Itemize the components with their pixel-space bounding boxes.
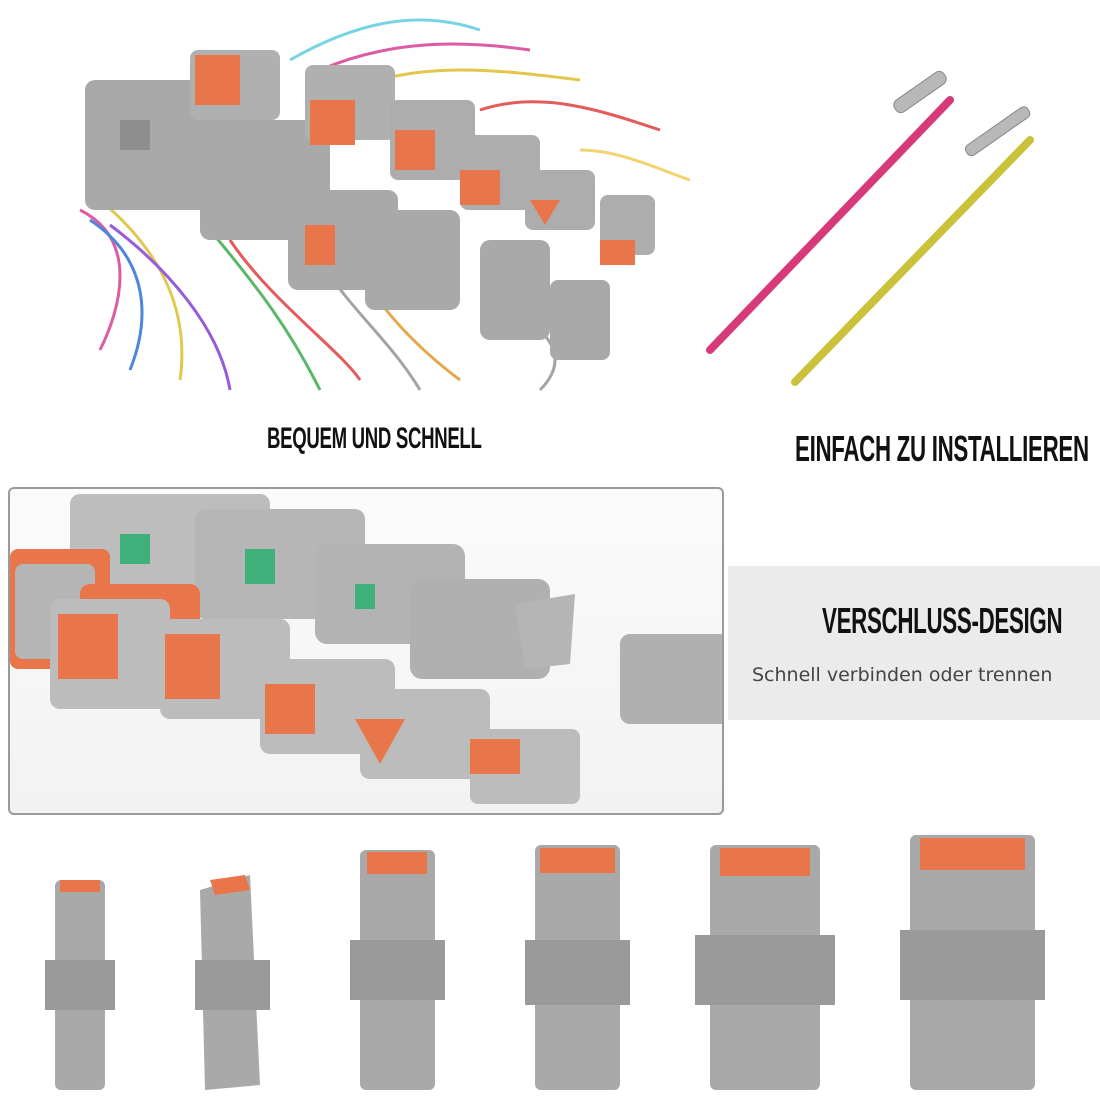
caption-einfach-zu-installieren: EINFACH ZU INSTALLIEREN <box>795 428 1089 469</box>
caption-schnell-verbinden: Schnell verbinden oder trennen <box>752 664 1053 686</box>
connector-set-closeup-photo <box>8 487 724 815</box>
caption-verschluss-design: VERSCHLUSS-DESIGN <box>822 600 1063 641</box>
crimp-terminals-and-heat-shrink-photo <box>700 70 1070 400</box>
caption-bequem-und-schnell: BEQUEM UND SCHNELL <box>267 422 482 455</box>
male-connectors-row-photo <box>30 820 1080 1098</box>
feature-panel <box>728 566 1100 720</box>
connectors-with-wires-photo <box>60 10 700 400</box>
